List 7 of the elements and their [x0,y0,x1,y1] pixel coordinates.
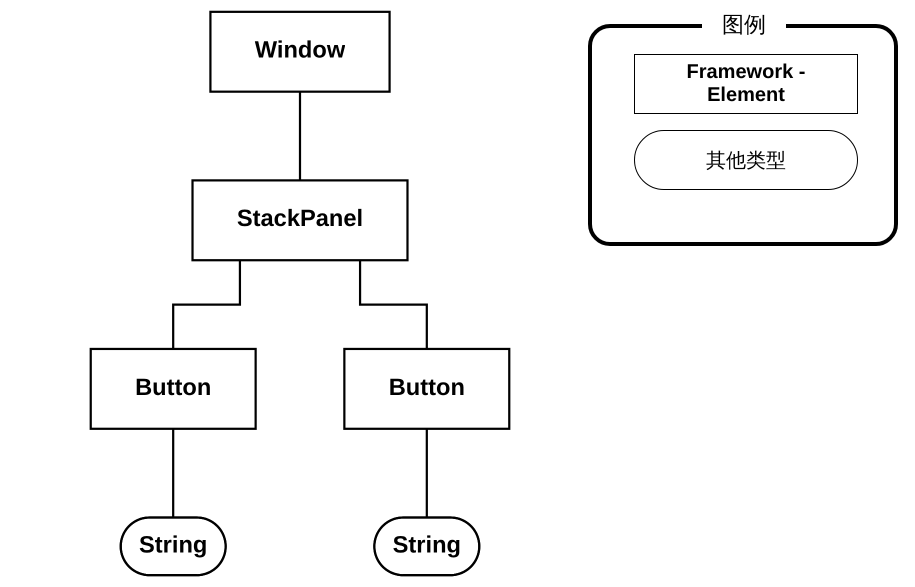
legend-entry: Framework - Element [634,54,858,114]
node-box: StackPanel [191,179,409,262]
node-box: Window [209,10,391,93]
node-box: Button [343,348,510,430]
connector [298,92,302,182]
legend-entry: 其他类型 [634,130,858,190]
node-box: Button [90,348,257,430]
